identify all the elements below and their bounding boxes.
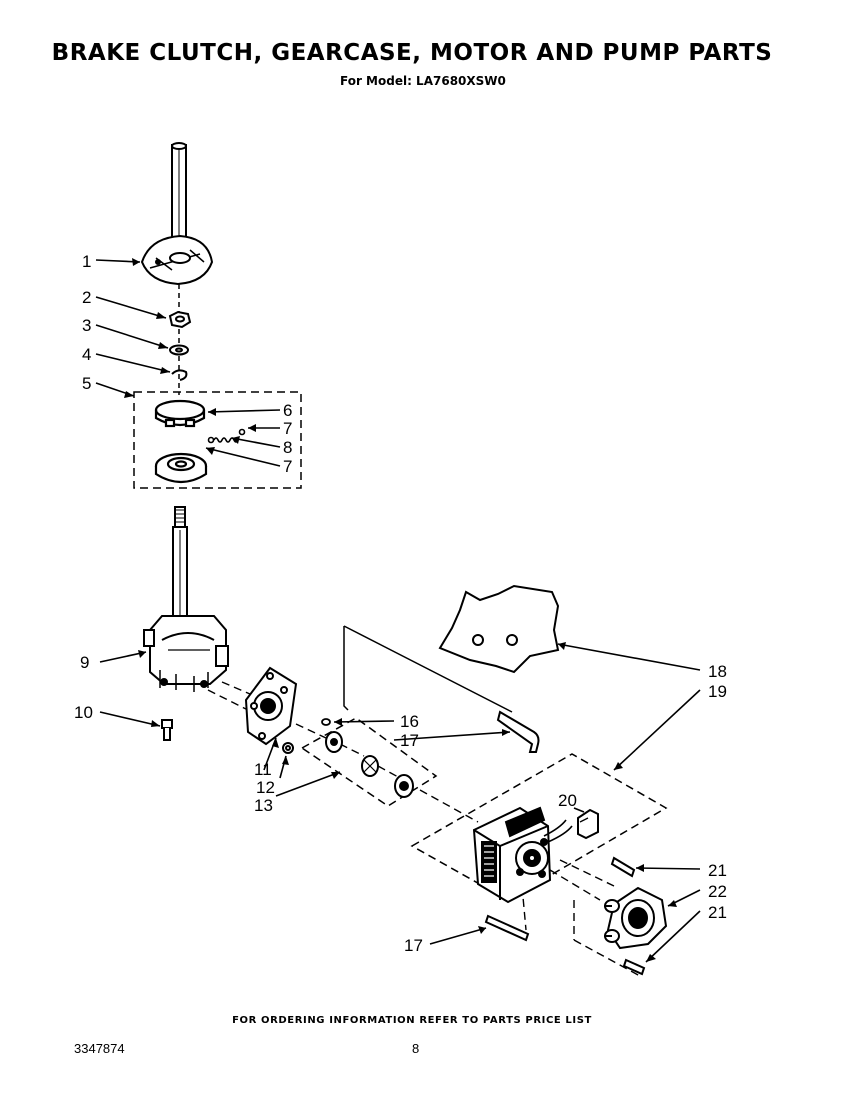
callout-16: 16 xyxy=(400,712,419,731)
part-20-terminal-block xyxy=(577,808,599,840)
part-8-spring xyxy=(207,428,246,444)
part-13-coupling xyxy=(325,731,414,798)
callout-3: 3 xyxy=(82,316,91,335)
callout-12: 12 xyxy=(256,778,275,797)
part-9-gearcase xyxy=(143,615,229,692)
document-number: 3347874 xyxy=(74,1041,125,1056)
callout-21-lower: 21 xyxy=(708,903,727,922)
callout-13: 13 xyxy=(254,796,273,815)
page-title: BRAKE CLUTCH, GEARCASE, MOTOR AND PUMP P… xyxy=(51,40,773,66)
part-21-clip-lower xyxy=(622,958,646,976)
hose-route-line xyxy=(343,626,349,711)
part-18-shield xyxy=(438,584,560,674)
part-10-screw xyxy=(161,719,173,741)
callout-5: 5 xyxy=(82,374,91,393)
callout-9: 9 xyxy=(80,653,89,672)
leader-arrowheads xyxy=(124,258,677,962)
callout-11: 11 xyxy=(254,760,272,779)
agitate-shaft xyxy=(172,506,188,628)
part-1-brake-cam xyxy=(140,234,214,286)
part-12-nut xyxy=(282,742,294,754)
ordering-info-note: FOR ORDERING INFORMATION REFER TO PARTS … xyxy=(232,1015,592,1026)
callout-7-spring-end: 7 xyxy=(283,419,292,438)
callout-labels: 1 2 3 4 5 6 7 8 7 9 10 11 12 13 16 17 18… xyxy=(74,252,727,955)
callout-2: 2 xyxy=(82,288,91,307)
part-6-brake-band xyxy=(154,399,206,428)
callout-20: 20 xyxy=(558,791,577,810)
callout-17-lower: 17 xyxy=(404,936,423,955)
part-22-pump xyxy=(604,886,668,950)
part-4-retaining-ring xyxy=(171,369,188,381)
callout-1: 1 xyxy=(82,252,91,271)
callout-21-upper: 21 xyxy=(708,861,727,880)
hose-route-line-2 xyxy=(343,625,513,713)
page-number: 8 xyxy=(412,1041,420,1056)
part-16-pin xyxy=(321,718,331,726)
callout-6: 6 xyxy=(283,401,292,420)
part-19-kit-box xyxy=(410,753,668,901)
part-13-kit-box xyxy=(300,717,438,807)
part-2-nut xyxy=(168,310,192,329)
model-subtitle: For Model: LA7680XSW0 xyxy=(340,74,506,88)
callout-8: 8 xyxy=(283,438,292,457)
callout-7-pad: 7 xyxy=(283,457,292,476)
callout-17-upper: 17 xyxy=(400,731,419,750)
part-17-hose-upper xyxy=(496,710,540,753)
callout-22: 22 xyxy=(708,882,727,901)
part-7-brake-pad xyxy=(154,452,208,484)
part-19-motor xyxy=(472,806,573,904)
part-5-kit-box xyxy=(133,391,302,489)
callout-4: 4 xyxy=(82,345,91,364)
part-3-washer xyxy=(169,344,189,356)
part-21-clip-upper xyxy=(610,856,636,878)
callout-19: 19 xyxy=(708,682,727,701)
callout-10: 10 xyxy=(74,703,93,722)
part-11-pump-mount-plate xyxy=(244,666,298,746)
part-17-hose-lower xyxy=(484,914,530,942)
callout-18: 18 xyxy=(708,662,727,681)
